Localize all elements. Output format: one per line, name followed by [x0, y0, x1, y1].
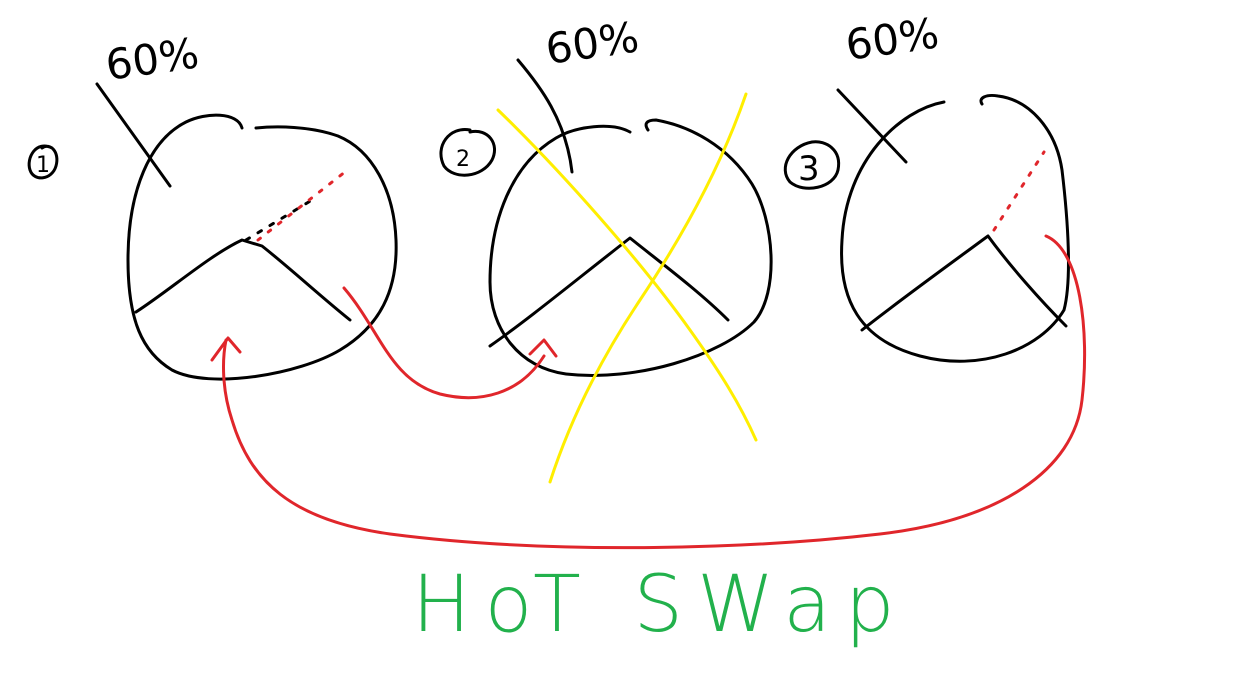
node-1-leader — [95, 82, 172, 188]
node-1: 1 60% — [27, 28, 398, 381]
node-1-dotted-red — [256, 166, 352, 242]
node-2-outline — [488, 118, 773, 377]
node-2: 2 60% — [439, 12, 773, 484]
arrow-node1-to-node2-head — [528, 338, 558, 358]
node-3: 3 60% — [783, 8, 1070, 363]
node-3-number: 3 — [798, 149, 820, 189]
node-3-chevron — [860, 234, 1068, 332]
node-3-dotted-red — [992, 150, 1046, 232]
arrow-node1-to-node2 — [342, 286, 546, 400]
caption-hot-swap: HoT SWap — [412, 560, 909, 650]
swap-arrows — [210, 234, 1087, 550]
node-1-outline — [126, 113, 398, 381]
node-2-percent: 60% — [543, 12, 642, 74]
node-3-outline — [840, 94, 1070, 363]
node-2-cross-line-b — [548, 92, 748, 484]
node-2-cross-line-a — [496, 108, 758, 442]
node-1-number-circle — [27, 144, 59, 180]
node-2-chevron — [488, 236, 730, 348]
arrow-node3-to-node1-head — [210, 336, 242, 362]
node-2-leader — [516, 58, 574, 174]
node-3-leader — [836, 88, 908, 164]
node-3-percent: 60% — [843, 8, 942, 70]
node-1-dotted-black — [244, 198, 314, 242]
node-3-number-circle — [783, 140, 841, 190]
node-2-number: 2 — [456, 147, 470, 172]
node-1-percent: 60% — [103, 28, 202, 90]
arrow-node3-to-node1 — [222, 234, 1087, 550]
node-2-number-circle — [439, 128, 496, 177]
node-1-number: 1 — [36, 153, 50, 178]
node-1-chevron — [134, 238, 352, 322]
